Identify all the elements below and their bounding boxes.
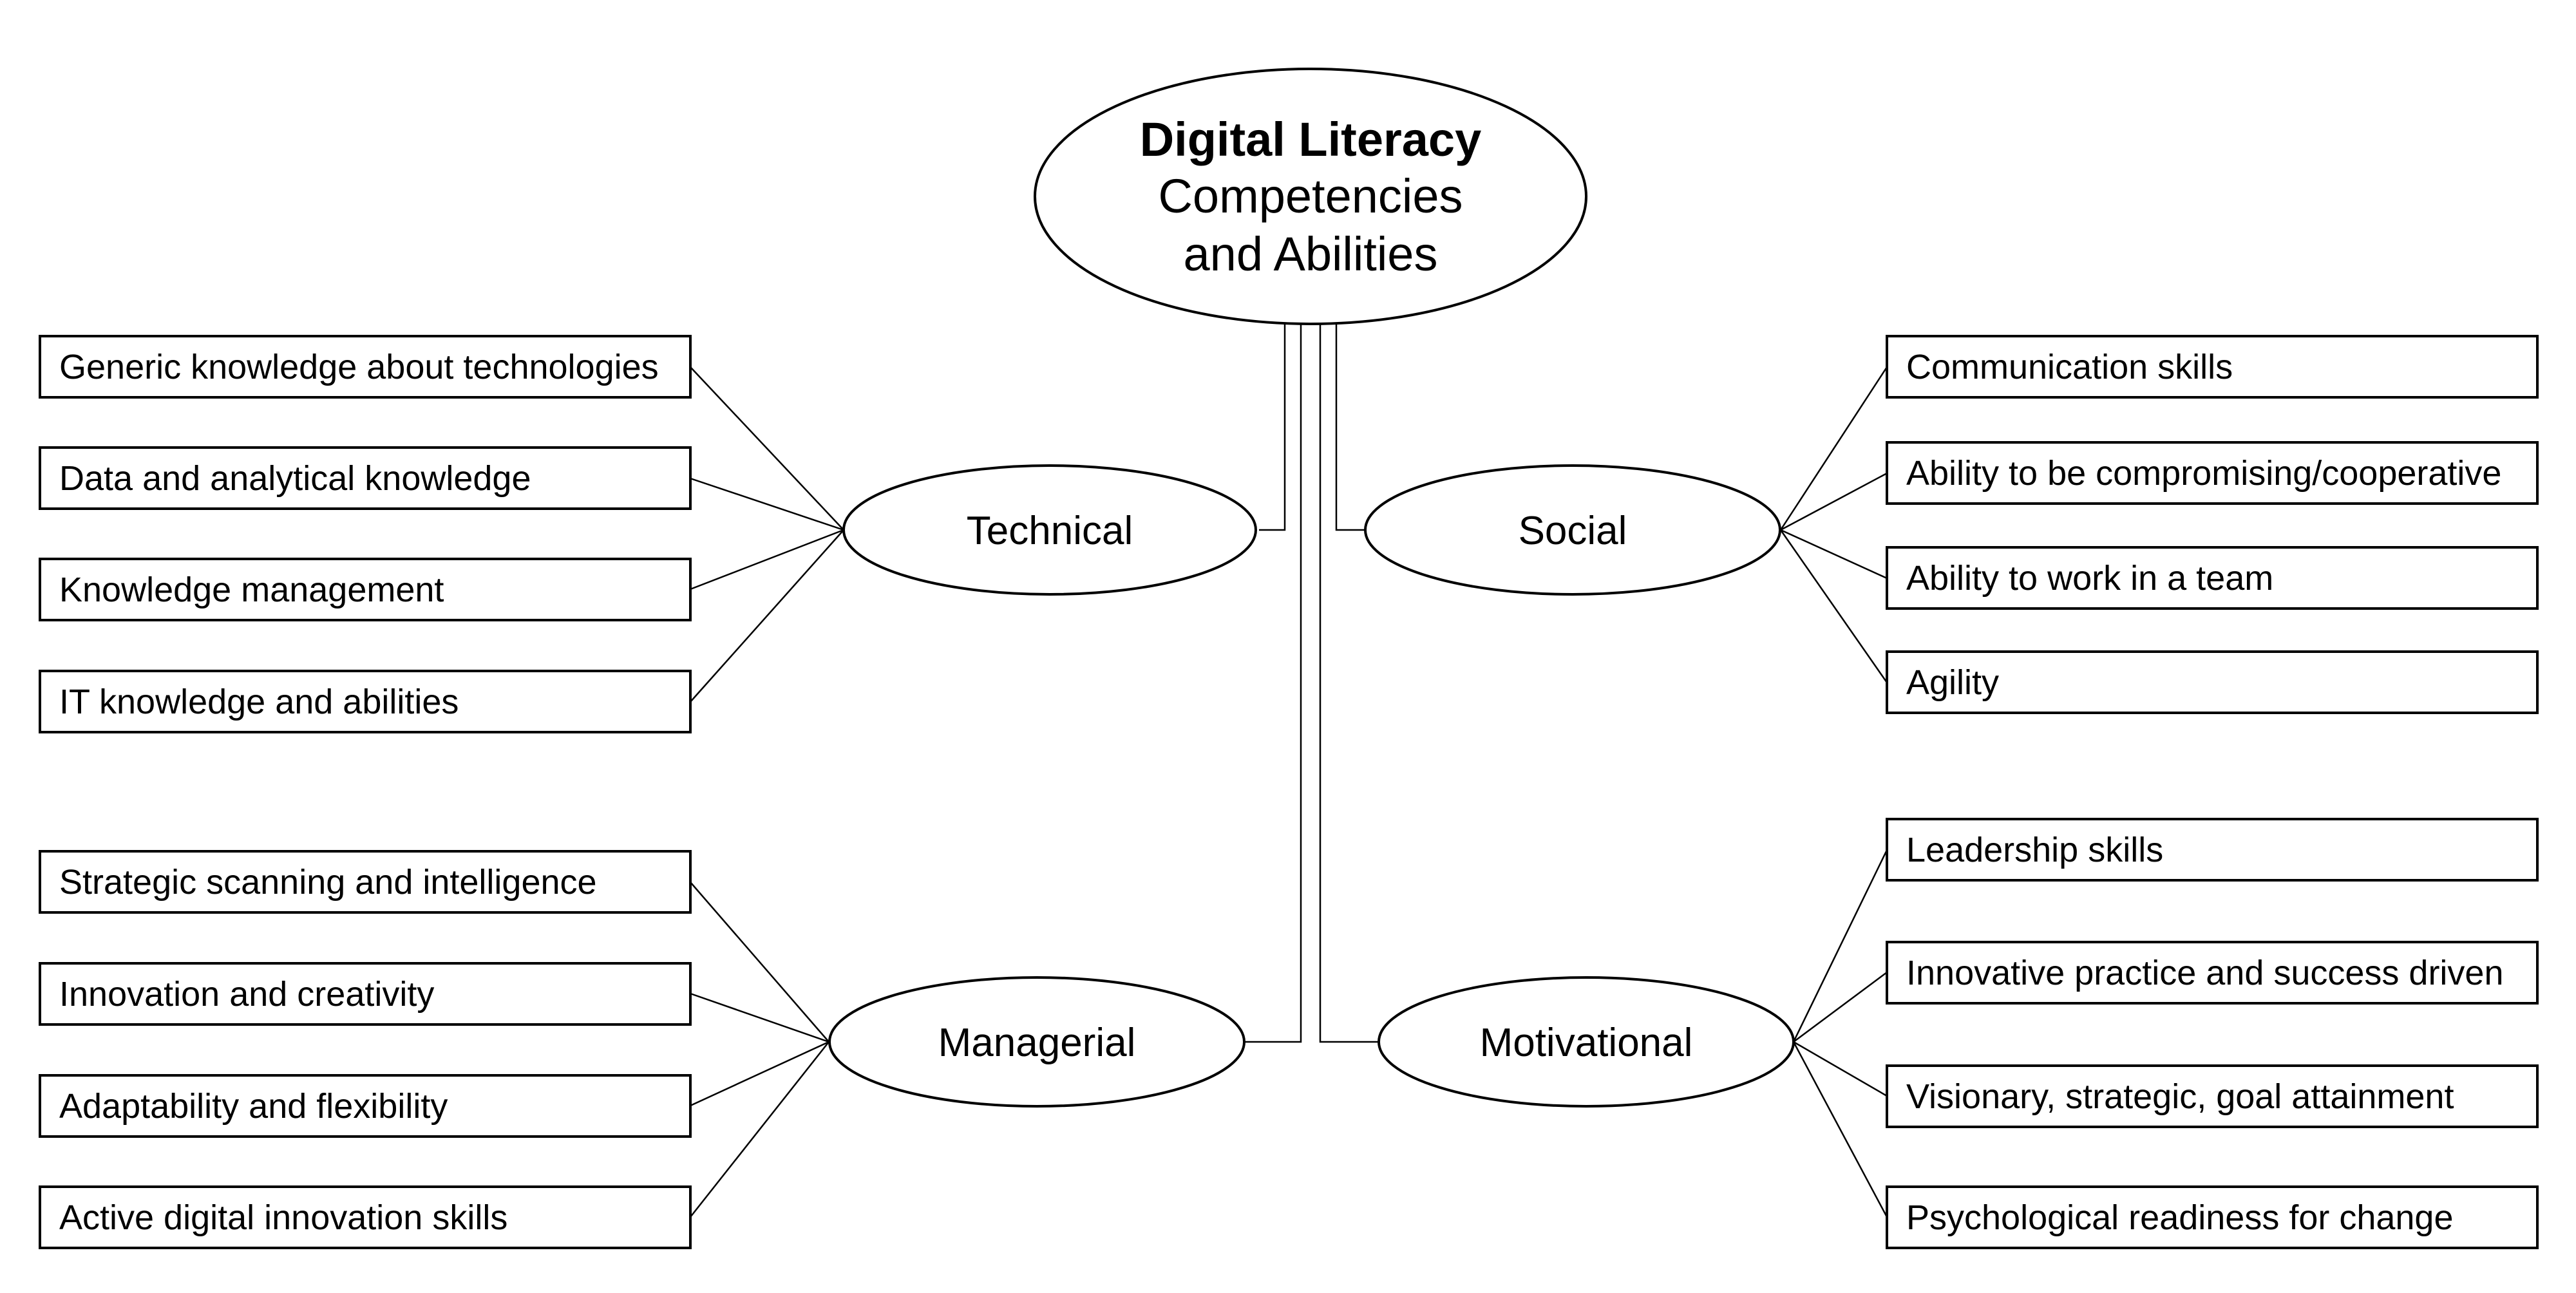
connector-social-item <box>1779 366 1888 531</box>
item-box: Data and analytical knowledge <box>39 446 692 510</box>
connector-motivational-item <box>1793 1041 1888 1097</box>
item-label: Innovative practice and success driven <box>1906 954 2504 992</box>
item-label: Ability to be compromising/cooperative <box>1906 454 2501 493</box>
item-label: Active digital innovation skills <box>59 1198 507 1237</box>
root-title: Digital Literacy <box>1140 113 1482 166</box>
category-ellipse <box>1378 976 1795 1108</box>
item-label: Agility <box>1906 663 1999 702</box>
connector-root-managerial <box>1243 324 1302 1043</box>
item-box: Knowledge management <box>39 558 692 621</box>
item-label: Generic knowledge about technologies <box>59 348 659 386</box>
connector-root-social <box>1335 324 1365 531</box>
connector-managerial-item <box>690 1041 829 1218</box>
item-box: Visionary, strategic, goal attainment <box>1886 1064 2539 1128</box>
root-node: Digital Literacy Competencies and Abilit… <box>1034 68 1587 325</box>
item-box: Generic knowledge about technologies <box>39 335 692 399</box>
category-ellipse <box>1364 464 1781 596</box>
connector-technical-item <box>690 529 844 590</box>
connector-motivational-item <box>1792 1041 1888 1218</box>
category-label: Motivational <box>1480 1021 1693 1065</box>
root-subtitle-line: and Abilities <box>1184 227 1438 281</box>
item-box: Active digital innovation skills <box>39 1185 692 1249</box>
category-label: Managerial <box>938 1021 1136 1065</box>
social-items: Communication skills Ability to be compr… <box>1886 335 2539 714</box>
item-label: IT knowledge and abilities <box>59 683 459 721</box>
item-label: Strategic scanning and intelligence <box>59 863 597 901</box>
item-box: Innovative practice and success driven <box>1886 941 2539 1005</box>
item-label: Data and analytical knowledge <box>59 459 531 498</box>
connector-social-item <box>1780 529 1888 580</box>
motivational-items: Leadership skills Innovative practice an… <box>1886 818 2539 1249</box>
root-ellipse <box>1034 68 1587 325</box>
category-social: Social <box>1364 464 1781 596</box>
item-box: Ability to be compromising/cooperative <box>1886 441 2539 505</box>
category-managerial: Managerial <box>828 976 1245 1108</box>
connector-managerial-item <box>690 882 829 1043</box>
item-box: Ability to work in a team <box>1886 546 2539 610</box>
item-box: Leadership skills <box>1886 818 2539 882</box>
item-box: Psychological readiness for change <box>1886 1185 2539 1249</box>
connector-managerial-item <box>690 1041 829 1107</box>
connector-technical-item <box>690 477 844 531</box>
item-label: Leadership skills <box>1906 831 2163 869</box>
item-connectors <box>690 366 1888 1218</box>
connector-motivational-item <box>1792 849 1888 1043</box>
item-box: Communication skills <box>1886 335 2539 399</box>
root-connectors <box>1243 324 1378 1043</box>
connector-social-item <box>1779 529 1888 683</box>
item-box: Strategic scanning and intelligence <box>39 850 692 914</box>
item-box: Adaptability and flexibility <box>39 1074 692 1138</box>
item-label: Communication skills <box>1906 348 2233 386</box>
category-technical: Technical <box>842 464 1257 596</box>
connector-technical-item <box>690 366 844 531</box>
item-box: IT knowledge and abilities <box>39 670 692 733</box>
managerial-items: Strategic scanning and intelligence Inno… <box>39 850 692 1249</box>
connector-managerial-item <box>690 992 829 1043</box>
category-label: Social <box>1519 509 1627 553</box>
connector-root-motivational <box>1319 324 1378 1043</box>
connector-technical-item <box>690 529 844 703</box>
category-ellipse <box>828 976 1245 1108</box>
item-box: Innovation and creativity <box>39 962 692 1026</box>
connector-motivational-item <box>1793 971 1888 1043</box>
item-box: Agility <box>1886 650 2539 714</box>
connector-root-technical <box>1259 324 1286 531</box>
item-label: Psychological readiness for change <box>1906 1198 2454 1237</box>
root-subtitle-line: Competencies <box>1158 169 1463 223</box>
category-ellipse <box>842 464 1257 596</box>
connector-social-item <box>1780 472 1888 531</box>
item-label: Adaptability and flexibility <box>59 1087 448 1126</box>
category-motivational: Motivational <box>1378 976 1795 1108</box>
technical-items: Generic knowledge about technologies Dat… <box>39 335 692 733</box>
item-label: Knowledge management <box>59 571 444 609</box>
item-label: Visionary, strategic, goal attainment <box>1906 1077 2454 1116</box>
item-label: Innovation and creativity <box>59 975 434 1014</box>
item-label: Ability to work in a team <box>1906 559 2273 598</box>
category-label: Technical <box>967 509 1133 553</box>
